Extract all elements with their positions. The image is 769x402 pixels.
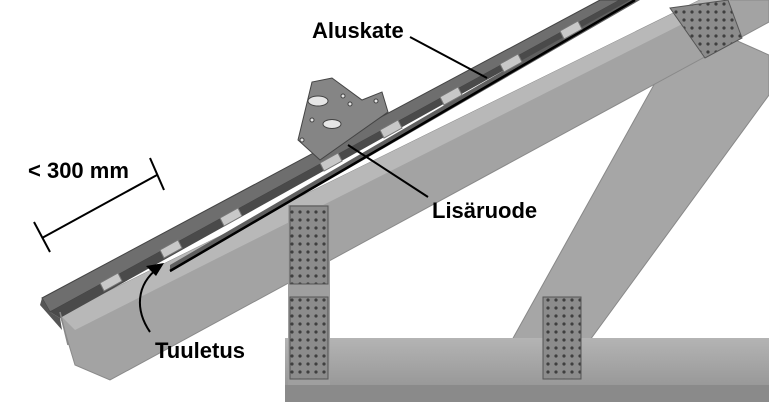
label-dimension: < 300 mm <box>28 158 129 183</box>
label-lisaruode: Lisäruode <box>432 198 537 223</box>
nail-plate-post-lower <box>289 296 329 380</box>
bottom-chord-edge <box>285 385 769 402</box>
ventilation-arrow <box>138 267 159 333</box>
label-tuuletus: Tuuletus <box>155 338 245 363</box>
dimension-tick-right <box>149 157 165 191</box>
dimension-tick-left <box>33 221 51 253</box>
bracket-plate-holes <box>299 93 379 143</box>
nail-plate-web-top <box>669 0 743 59</box>
rafter-top-face <box>60 0 730 330</box>
nail-plate-post-upper <box>289 205 329 285</box>
nail-plate-web-bottom <box>542 296 582 380</box>
counter-batten <box>170 0 640 272</box>
eave-edge <box>40 298 62 330</box>
batten-spacers <box>99 20 583 292</box>
roof-battens <box>41 0 621 313</box>
label-aluskate: Aluskate <box>312 18 404 43</box>
eave-flashing <box>59 311 69 346</box>
diagonal-web-member <box>511 19 769 341</box>
rafter <box>59 0 769 381</box>
leader-lisaruode <box>347 144 429 198</box>
underlay-membrane-line <box>169 0 636 273</box>
dimension-line <box>41 174 158 239</box>
ventilation-arrowhead <box>146 263 164 276</box>
leader-aluskate <box>409 36 488 79</box>
